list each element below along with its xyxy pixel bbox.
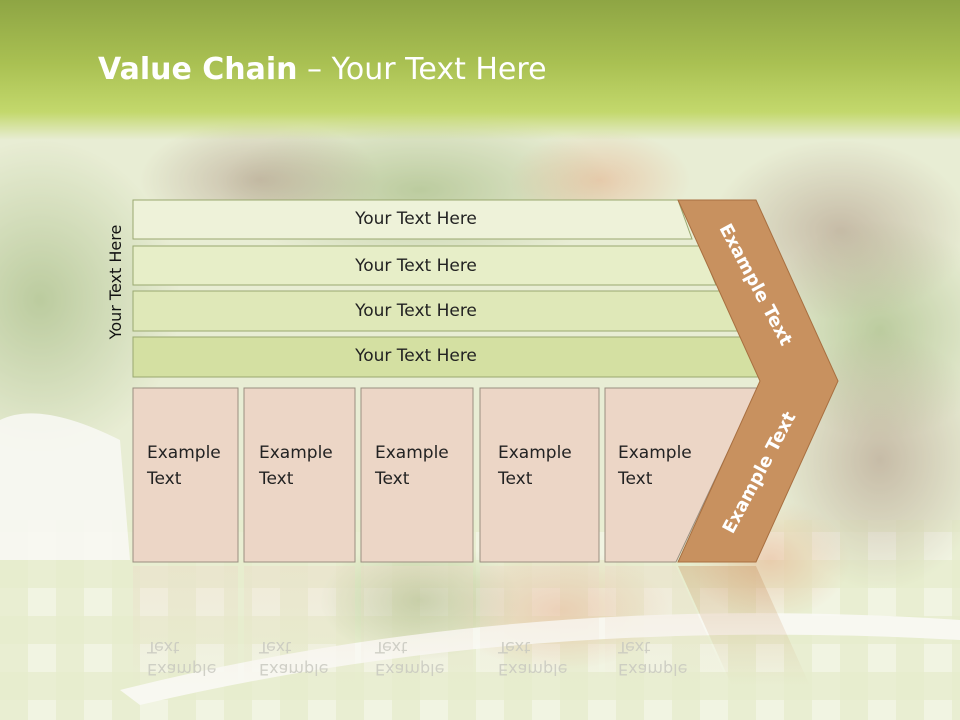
box-3-reflection-line-2: Text xyxy=(375,638,408,657)
header-band xyxy=(0,0,960,140)
box-4-line-2: Text xyxy=(498,469,533,489)
box-1-reflection-text: Example Text xyxy=(147,636,216,680)
band-1-label: Your Text Here xyxy=(355,209,477,229)
box-5-line-1: Example xyxy=(618,443,692,463)
box-5-reflection-line-1: Example xyxy=(618,660,688,679)
band-4-label: Your Text Here xyxy=(355,346,477,366)
box-1-line-1: Example xyxy=(147,443,221,463)
box-2-reflection-line-1: Example xyxy=(259,660,329,679)
slide-title: Value Chain – Your Text Here xyxy=(98,52,547,87)
box-2-reflection-text: Example Text xyxy=(259,636,328,680)
box-2-line-2: Text xyxy=(259,469,294,489)
box-2-line-1: Example xyxy=(259,443,333,463)
chevron-reflection xyxy=(678,566,810,686)
box-2-reflection-line-2: Text xyxy=(259,638,292,657)
band-1 xyxy=(132,199,693,240)
chevron-arrow xyxy=(677,199,839,563)
box-1 xyxy=(132,387,239,563)
box-4-reflection-line-2: Text xyxy=(498,638,531,657)
box-4 xyxy=(479,387,600,563)
box-1-line-2: Text xyxy=(147,469,182,489)
box-5 xyxy=(604,387,759,563)
box-5-reflection xyxy=(605,566,730,686)
box-5-reflection-text: Example Text xyxy=(618,636,687,680)
box-3-line-2: Text xyxy=(375,469,410,489)
box-5-line-2: Text xyxy=(618,469,653,489)
box-3-line-1: Example xyxy=(375,443,449,463)
box-1-reflection-line-1: Example xyxy=(147,660,217,679)
box-4-reflection xyxy=(480,566,599,686)
band-3-label: Your Text Here xyxy=(355,301,477,321)
box-2-reflection xyxy=(244,566,355,686)
box-5-reflection-line-2: Text xyxy=(618,638,651,657)
box-3-reflection xyxy=(361,566,473,686)
box-4-reflection-text: Example Text xyxy=(498,636,567,680)
box-1-reflection xyxy=(133,566,238,686)
box-1-reflection-line-2: Text xyxy=(147,638,180,657)
band-2-label: Your Text Here xyxy=(355,256,477,276)
box-3 xyxy=(360,387,474,563)
box-4-line-1: Example xyxy=(498,443,572,463)
title-bold: Value Chain xyxy=(98,52,298,87)
title-rest: – Your Text Here xyxy=(297,52,547,87)
box-4-reflection-line-1: Example xyxy=(498,660,568,679)
box-3-reflection-text: Example Text xyxy=(375,636,444,680)
box-3-reflection-line-1: Example xyxy=(375,660,445,679)
box-2 xyxy=(243,387,356,563)
